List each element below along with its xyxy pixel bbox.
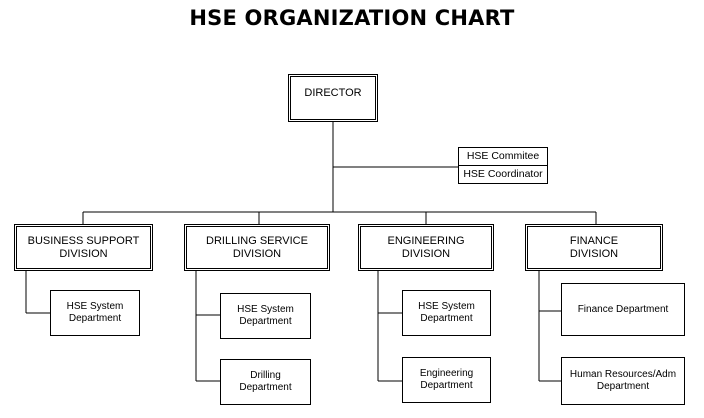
- director-label: DIRECTOR: [304, 87, 362, 99]
- director-box: DIRECTOR: [288, 74, 378, 122]
- department-label: HSE System Department: [66, 301, 124, 324]
- hse-staff-box: HSE Commitee HSE Coordinator: [458, 147, 548, 184]
- division-box-business-support: BUSINESS SUPPORT DIVISION: [14, 224, 153, 271]
- department-box-business-hse-system: HSE System Department: [50, 290, 140, 336]
- department-box-engineering: Engineering Department: [402, 357, 491, 403]
- department-label: Drilling Department: [239, 370, 292, 393]
- department-label: HSE System Department: [418, 301, 475, 324]
- division-label: BUSINESS SUPPORT DIVISION: [27, 235, 140, 260]
- division-box-engineering: ENGINEERING DIVISION: [358, 224, 494, 271]
- department-box-human-resources: Human Resources/Adm Department: [561, 357, 685, 405]
- hse-coordinator-label: HSE Coordinator: [463, 168, 543, 180]
- department-label: Human Resources/Adm Department: [569, 369, 677, 392]
- division-label: FINANCE DIVISION: [569, 235, 619, 260]
- chart-title: HSE ORGANIZATION CHART: [189, 6, 515, 30]
- division-label: DRILLING SERVICE DIVISION: [206, 235, 308, 260]
- department-label: Engineering Department: [419, 368, 474, 391]
- department-box-drilling-hse-system: HSE System Department: [220, 293, 311, 339]
- department-box-finance: Finance Department: [561, 283, 685, 336]
- division-box-drilling-service: DRILLING SERVICE DIVISION: [184, 224, 330, 271]
- hse-committee-label: HSE Commitee: [459, 148, 547, 166]
- department-box-engineering-hse-system: HSE System Department: [402, 290, 491, 336]
- department-box-drilling: Drilling Department: [220, 359, 311, 405]
- department-label: Finance Department: [577, 303, 669, 315]
- division-box-finance: FINANCE DIVISION: [525, 224, 663, 271]
- department-label: HSE System Department: [237, 304, 294, 327]
- division-label: ENGINEERING DIVISION: [387, 235, 465, 260]
